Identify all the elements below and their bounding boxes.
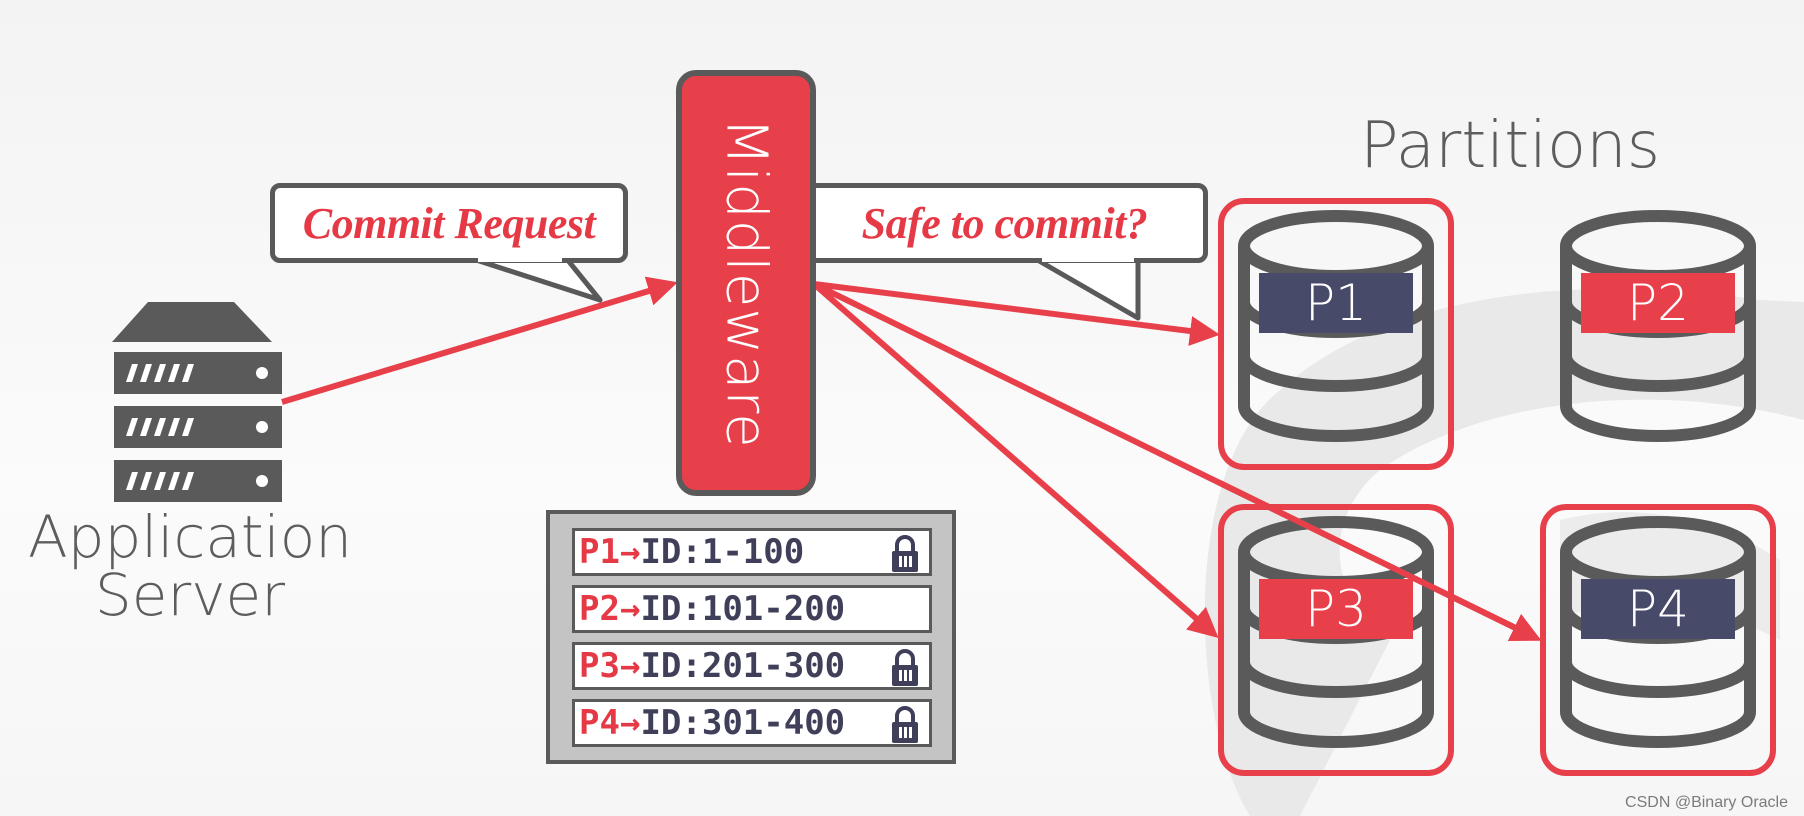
partitions-title: Partitions [1360,109,1661,183]
routing-table: P1→ID:1-100 P2→ID:101-200 P3→ID:201-300 … [546,510,956,764]
app-server-label: Application Server [20,508,360,624]
routing-partition-id: P1 [579,532,620,572]
app-server-label-line1: Application [27,503,353,571]
routing-arrow: → [619,703,641,743]
arrow-middleware-to-p3 [812,281,1219,638]
partition-p4-frame [1540,504,1776,776]
routing-arrow: → [619,532,641,572]
arrow-app-to-middleware [281,276,678,405]
watermark-text: CSDN @Binary Oracle [1625,794,1788,811]
routing-row: P3→ID:201-300 [572,642,932,690]
bubble-tail-join [478,254,562,262]
arrow-middleware-to-p4-overlay [1218,480,1542,641]
commit-request-bubble: Commit Request [270,183,628,263]
routing-partition-id: P4 [579,703,620,743]
routing-range: ID:101-200 [640,589,846,629]
partition-p3-frame [1218,504,1454,776]
partition-label-p4: P4 [1581,579,1735,639]
routing-arrow: → [619,589,641,629]
partition-p1-frame [1218,198,1454,470]
routing-range: ID:301-400 [640,703,846,743]
routing-row: P1→ID:1-100 [572,528,932,576]
routing-range: ID:1-100 [640,532,805,572]
routing-partition-id: P3 [579,646,620,686]
bubble-tail-join [1042,254,1134,262]
server-icon [112,302,282,502]
routing-arrow: → [619,646,641,686]
safe-to-commit-bubble: Safe to commit? [801,183,1208,263]
app-server-label-line2: Server [94,561,286,629]
database-icon-p2 [1560,210,1756,442]
partition-label-p2: P2 [1581,273,1735,333]
lock-icon [892,706,918,743]
partition-label-p3: P3 [1259,579,1413,639]
routing-row: P4→ID:301-400 [572,699,932,747]
routing-range: ID:201-300 [640,646,846,686]
partition-label-p1: P1 [1259,273,1413,333]
lock-icon [892,649,918,686]
arrow-middleware-to-p1 [813,281,1220,346]
routing-partition-id: P2 [579,589,620,629]
lock-icon [892,535,918,572]
middleware-box: Middleware [676,70,816,496]
routing-row: P2→ID:101-200 [572,585,932,633]
